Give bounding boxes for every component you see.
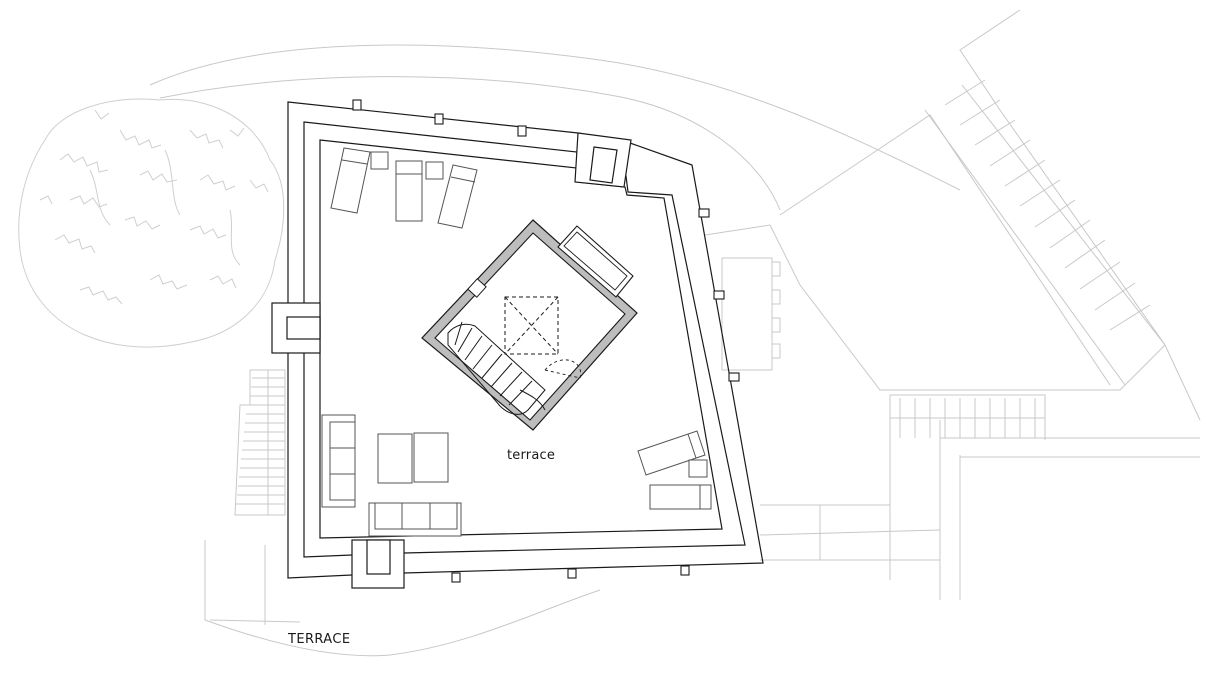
skylight-icon [504,296,559,355]
door-swing [544,359,582,379]
wall-bays [271,132,632,589]
left-stairs [234,369,286,516]
outer-terrace-label: TERRACE [288,632,351,647]
furniture [321,147,712,537]
sofa [321,414,356,508]
tree-canopy-icon [18,98,285,348]
central-core [421,219,638,431]
sun-lounger [395,160,423,222]
site-context [149,9,1201,657]
ottoman [377,433,413,484]
terrace-label: terrace [507,448,556,463]
wall-markers [352,99,740,583]
sun-lounger [437,164,478,229]
sofa [368,502,462,537]
side-table [370,151,389,170]
diagonal-steps [924,79,1166,386]
skylight-frame [557,225,634,298]
dining-table [721,257,781,371]
side-table [688,459,708,478]
ottoman [413,432,449,483]
lower-right-steps [890,398,1045,438]
sun-lounger [330,147,371,214]
side-table [425,161,444,180]
staircase-icon [447,321,546,415]
sun-lounger [637,430,706,476]
sun-lounger [649,484,712,510]
